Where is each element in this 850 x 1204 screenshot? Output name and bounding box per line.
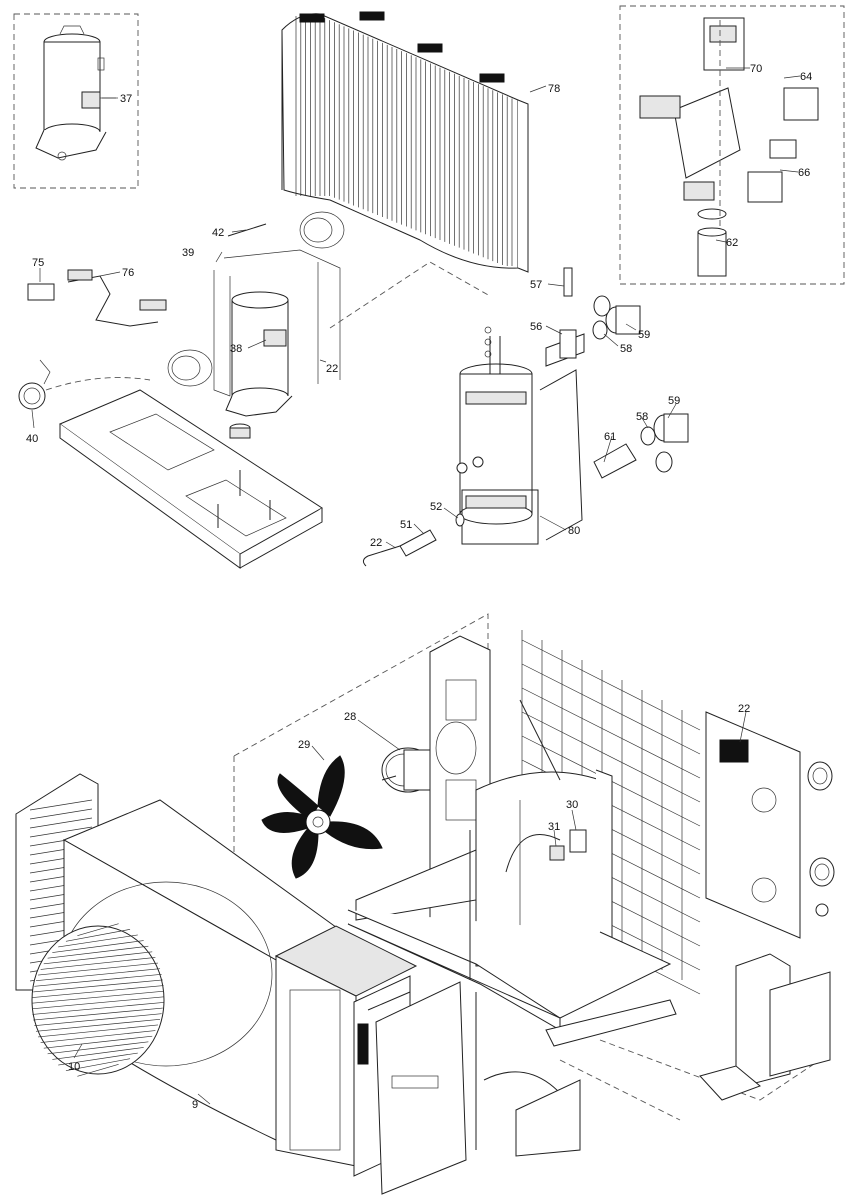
inset-control-board: [619, 5, 845, 285]
drawing-stroke: [521, 663, 701, 755]
callout-56: 56: [530, 321, 542, 333]
callout-30: 30: [566, 799, 578, 811]
lower-brackets: [699, 953, 831, 1101]
drawing-stroke: [32, 1002, 164, 1015]
drawing-stroke: [52, 940, 144, 953]
drawing-stroke: [65, 928, 131, 942]
drain-fitting: [362, 513, 465, 567]
fan-blade: [261, 755, 383, 879]
callout-28: 28: [344, 711, 356, 723]
callout-31: 31: [548, 821, 560, 833]
callout-58-lower: 58: [636, 411, 648, 423]
drawing-stroke: [58, 1052, 138, 1066]
wiring-harness: [27, 269, 167, 327]
callout-62: 62: [726, 237, 738, 249]
callout-22-top: 22: [326, 363, 338, 375]
callout-57: 57: [530, 279, 542, 291]
base-pan: [58, 389, 323, 569]
drawing-stroke: [33, 1007, 163, 1021]
callout-10: 10: [68, 1061, 80, 1073]
drawing-stroke: [32, 985, 164, 998]
drawing-stroke: [43, 951, 153, 965]
callout-78: 78: [548, 83, 560, 95]
drawing-stroke: [29, 799, 93, 811]
callout-38: 38: [230, 343, 242, 355]
drawing-stroke: [521, 639, 701, 731]
water-fittings: [484, 267, 689, 479]
pressure-gauge: [18, 359, 151, 410]
drawing-stroke: [35, 1018, 161, 1032]
heat-exchanger: [329, 261, 583, 545]
drawing-stroke: [43, 1035, 153, 1049]
callout-75: 75: [32, 257, 44, 269]
drawing-stroke: [77, 1063, 119, 1077]
callout-52: 52: [430, 501, 442, 513]
drawing-stroke: [32, 990, 164, 1004]
callout-76: 76: [122, 267, 134, 279]
inset-compressor: [13, 13, 139, 189]
drawing-stroke: [29, 817, 93, 829]
callout-70: 70: [750, 63, 762, 75]
fan-motor: [381, 747, 435, 793]
callout-59-upper: 59: [638, 329, 650, 341]
drawing-stroke: [77, 923, 119, 937]
drawing-stroke: [35, 968, 161, 982]
leader-lines: [31, 67, 801, 1105]
callout-37: 37: [120, 93, 132, 105]
drawing-stroke: [38, 1024, 158, 1038]
refrigerant-assembly: [167, 211, 345, 439]
callout-61: 61: [604, 431, 616, 443]
condenser-coil: [281, 11, 529, 273]
drawing-stroke: [47, 945, 149, 959]
callout-51: 51: [400, 519, 412, 531]
drawing-stroke: [40, 957, 156, 970]
drawing-stroke: [38, 962, 158, 976]
callout-80: 80: [568, 525, 580, 537]
drawing-stroke: [29, 808, 93, 820]
callout-59-lower: 59: [668, 395, 680, 407]
drawing-stroke: [65, 1058, 131, 1072]
callout-labels: 37 78 70 64 66 62 42 39 75 76 57 56 59 5…: [26, 63, 812, 1111]
callout-9: 9: [192, 1099, 198, 1111]
drawing-stroke: [34, 1013, 162, 1027]
drawing-stroke: [32, 996, 164, 1010]
terminal-block: [549, 829, 587, 861]
drawing-stroke: [40, 1030, 156, 1043]
callout-42: 42: [212, 227, 224, 239]
callout-29: 29: [298, 739, 310, 751]
callout-58-upper: 58: [620, 343, 632, 355]
cabinet-shell: [347, 699, 677, 1047]
callout-40: 40: [26, 433, 38, 445]
drawing-stroke: [33, 979, 163, 993]
callout-22-panel: 22: [738, 703, 750, 715]
drawing-stroke: [34, 973, 162, 987]
drawing-stroke: [521, 687, 701, 779]
callout-22-drain: 22: [370, 537, 382, 549]
drawing-stroke: [47, 1041, 149, 1055]
service-door: [375, 981, 581, 1195]
drawing-stroke: [521, 711, 701, 803]
drawing-stroke: [29, 826, 93, 838]
front-cabinet: [31, 799, 341, 1141]
drawing-stroke: [52, 1047, 144, 1060]
side-panel: [705, 711, 835, 939]
callout-64: 64: [800, 71, 812, 83]
drawing-stroke: [58, 934, 138, 948]
callout-39: 39: [182, 247, 194, 259]
callout-66: 66: [798, 167, 810, 179]
